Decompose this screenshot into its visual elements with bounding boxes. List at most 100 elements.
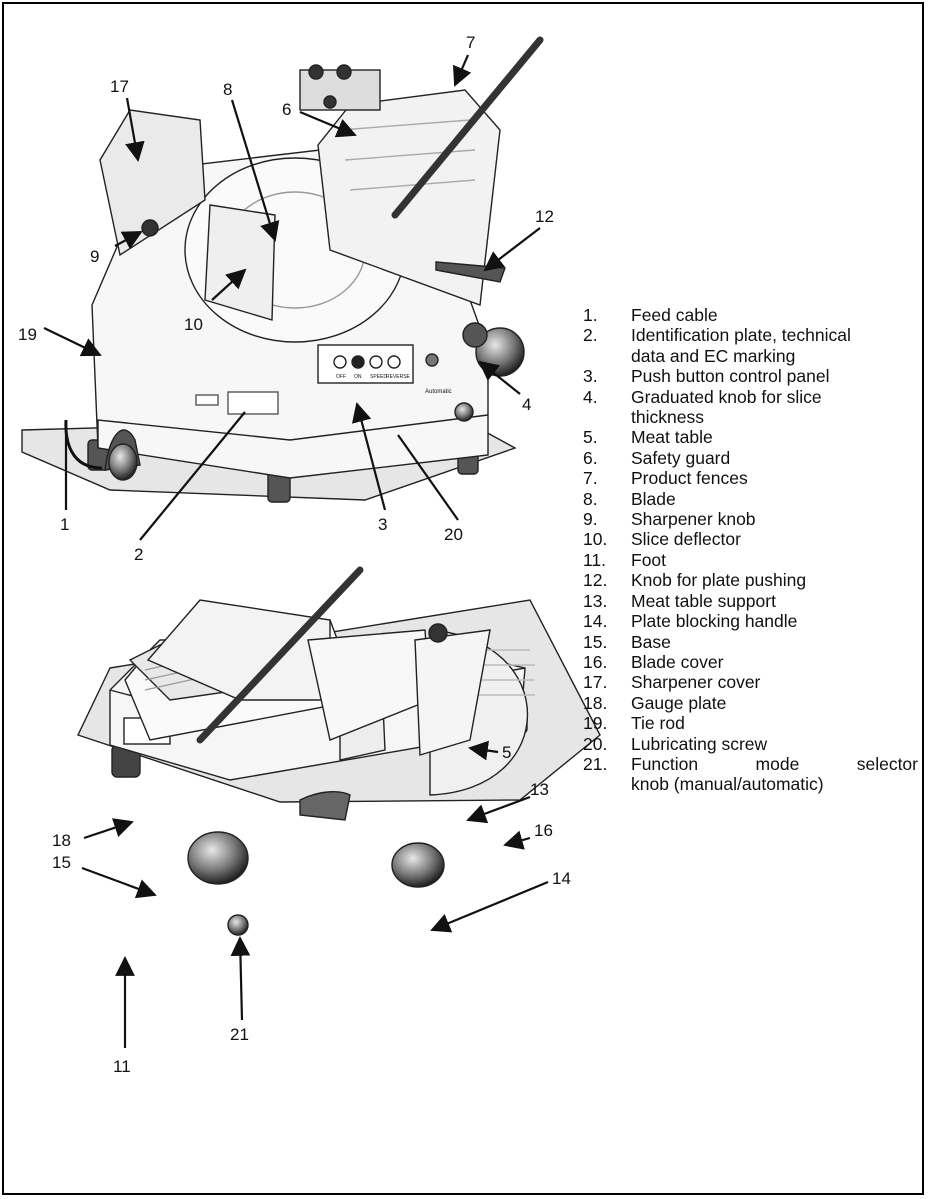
legend-item: 13. Meat table support — [583, 591, 918, 611]
legend-number: 6. — [583, 447, 598, 468]
legend-text: Meat table — [631, 427, 713, 448]
callout-12: 12 — [535, 207, 554, 226]
mode-selector-top — [454, 402, 474, 422]
legend-number: 9. — [583, 509, 598, 530]
legend-text: Push button control panel — [631, 366, 830, 387]
panel-text-on: ON — [354, 374, 362, 380]
sharpener-knob — [141, 219, 159, 237]
callout-1: 1 — [60, 515, 69, 534]
legend-number: 3. — [583, 366, 598, 387]
legend-number: 13. — [583, 590, 608, 611]
leader-6 — [299, 110, 357, 138]
callout-11: 11 — [113, 1057, 131, 1076]
legend-text: Product fences — [631, 468, 748, 489]
legend-item: 19.Tie rod — [583, 713, 918, 733]
leader-21 — [230, 936, 251, 1021]
leader-19 — [43, 327, 102, 357]
mode-selector-bottom — [227, 914, 249, 936]
legend-item: 21.Function mode selector — [583, 754, 918, 774]
legend-text: Graduated knob for slice — [631, 386, 822, 407]
legend-number: 1. — [583, 305, 598, 325]
legend-item: 5.Meat table — [583, 427, 918, 447]
legend-item: 20. Lubricating screw — [583, 734, 918, 754]
bottom-callout-arrows — [81, 740, 549, 1048]
legend-number — [583, 407, 631, 427]
leader-15 — [81, 866, 157, 899]
legend-text: Gauge plate — [631, 692, 727, 713]
leader-13 — [466, 795, 531, 824]
slicer-top-view: OFF ON SPEED REVERSE Automatic — [21, 36, 544, 503]
leader-17 — [125, 97, 145, 162]
id-plate — [227, 391, 279, 415]
legend-item: 14. Plate blocking handle — [583, 611, 918, 631]
legend-text: Lubricating screw — [631, 733, 768, 754]
callout-10: 10 — [184, 315, 203, 334]
legend-number: 18. — [583, 692, 608, 713]
slicer-bottom-view — [77, 566, 601, 936]
legend-number: 14. — [583, 611, 608, 632]
selector-mode-label: Automatic — [425, 389, 452, 395]
legend-item: data and EC marking — [583, 346, 918, 366]
legend-number — [583, 346, 631, 366]
legend-item: 4. Graduated knob for slice — [583, 387, 918, 407]
callout-18: 18 — [52, 831, 71, 850]
legend-number: 12. — [583, 570, 608, 591]
legend-number — [583, 774, 631, 794]
legend-text: Meat table support — [631, 590, 776, 611]
legend-number: 17. — [583, 672, 608, 693]
legend-text: Slice deflector — [631, 529, 741, 550]
legend-item: 18. Gauge plate — [583, 693, 918, 713]
legend-number: 4. — [583, 386, 598, 407]
legend-text: thickness — [631, 407, 704, 428]
meat-table-wing — [414, 629, 491, 756]
leader-14 — [430, 880, 549, 933]
legend-item: 12. Knob for plate pushing — [583, 570, 918, 590]
legend-text: Identification plate, technical — [631, 325, 851, 346]
bottom-callout-numbers: 5 13 16 18 15 14 11 21 — [52, 743, 571, 1076]
legend-text: Sharpener knob — [631, 509, 756, 530]
panel-text-reverse: REVERSE — [386, 374, 411, 380]
legend-text: Plate blocking handle — [631, 611, 798, 632]
legend-text: data and EC marking — [631, 345, 796, 366]
tie-rod-bar — [391, 36, 544, 219]
legend-text: Sharpener cover — [631, 672, 761, 693]
legend-item: 17. Sharpener cover — [583, 672, 918, 692]
legend-text: Knob for plate pushing — [631, 570, 807, 591]
legend-number: 2. — [583, 325, 598, 346]
legend-item: 16. Blade cover — [583, 652, 918, 672]
callout-20: 20 — [444, 525, 463, 544]
leader-20 — [397, 434, 459, 521]
legend-text: Blade cover — [631, 651, 724, 672]
callout-14: 14 — [552, 869, 571, 888]
lubricating-screw — [425, 353, 439, 367]
legend-text: Base — [631, 631, 671, 652]
legend-number: 20. — [583, 733, 608, 754]
plate-blocking-knob — [391, 842, 445, 888]
callout-7: 7 — [466, 33, 475, 52]
callout-13: 13 — [530, 780, 549, 799]
panel-text-speed: SPEED — [370, 374, 387, 380]
callout-8: 8 — [223, 80, 232, 99]
leader-12 — [483, 227, 541, 272]
legend-text: Feed cable — [631, 305, 718, 325]
legend-number: 15. — [583, 631, 608, 652]
leader-18 — [83, 818, 134, 840]
leader-10 — [211, 268, 247, 301]
legend-number: 16. — [583, 651, 608, 672]
legend-item: 1. Feed cable — [583, 305, 918, 325]
callout-5: 5 — [502, 743, 511, 762]
legend-number: 11. — [583, 549, 607, 570]
legend-item: 15. Base — [583, 632, 918, 652]
legend-item: 6.Safety guard — [583, 448, 918, 468]
legend-number: 7. — [583, 468, 598, 489]
leader-9 — [114, 231, 143, 250]
callout-21: 21 — [230, 1025, 249, 1044]
leader-4 — [478, 360, 521, 395]
legend-item: thickness — [583, 407, 918, 427]
leader-3 — [351, 402, 387, 511]
leader-16 — [503, 830, 531, 850]
callout-17: 17 — [110, 77, 129, 96]
top-callout-numbers: 17 8 6 7 9 10 12 19 4 1 2 3 20 — [18, 33, 554, 564]
panel-text-off: OFF — [336, 374, 346, 380]
